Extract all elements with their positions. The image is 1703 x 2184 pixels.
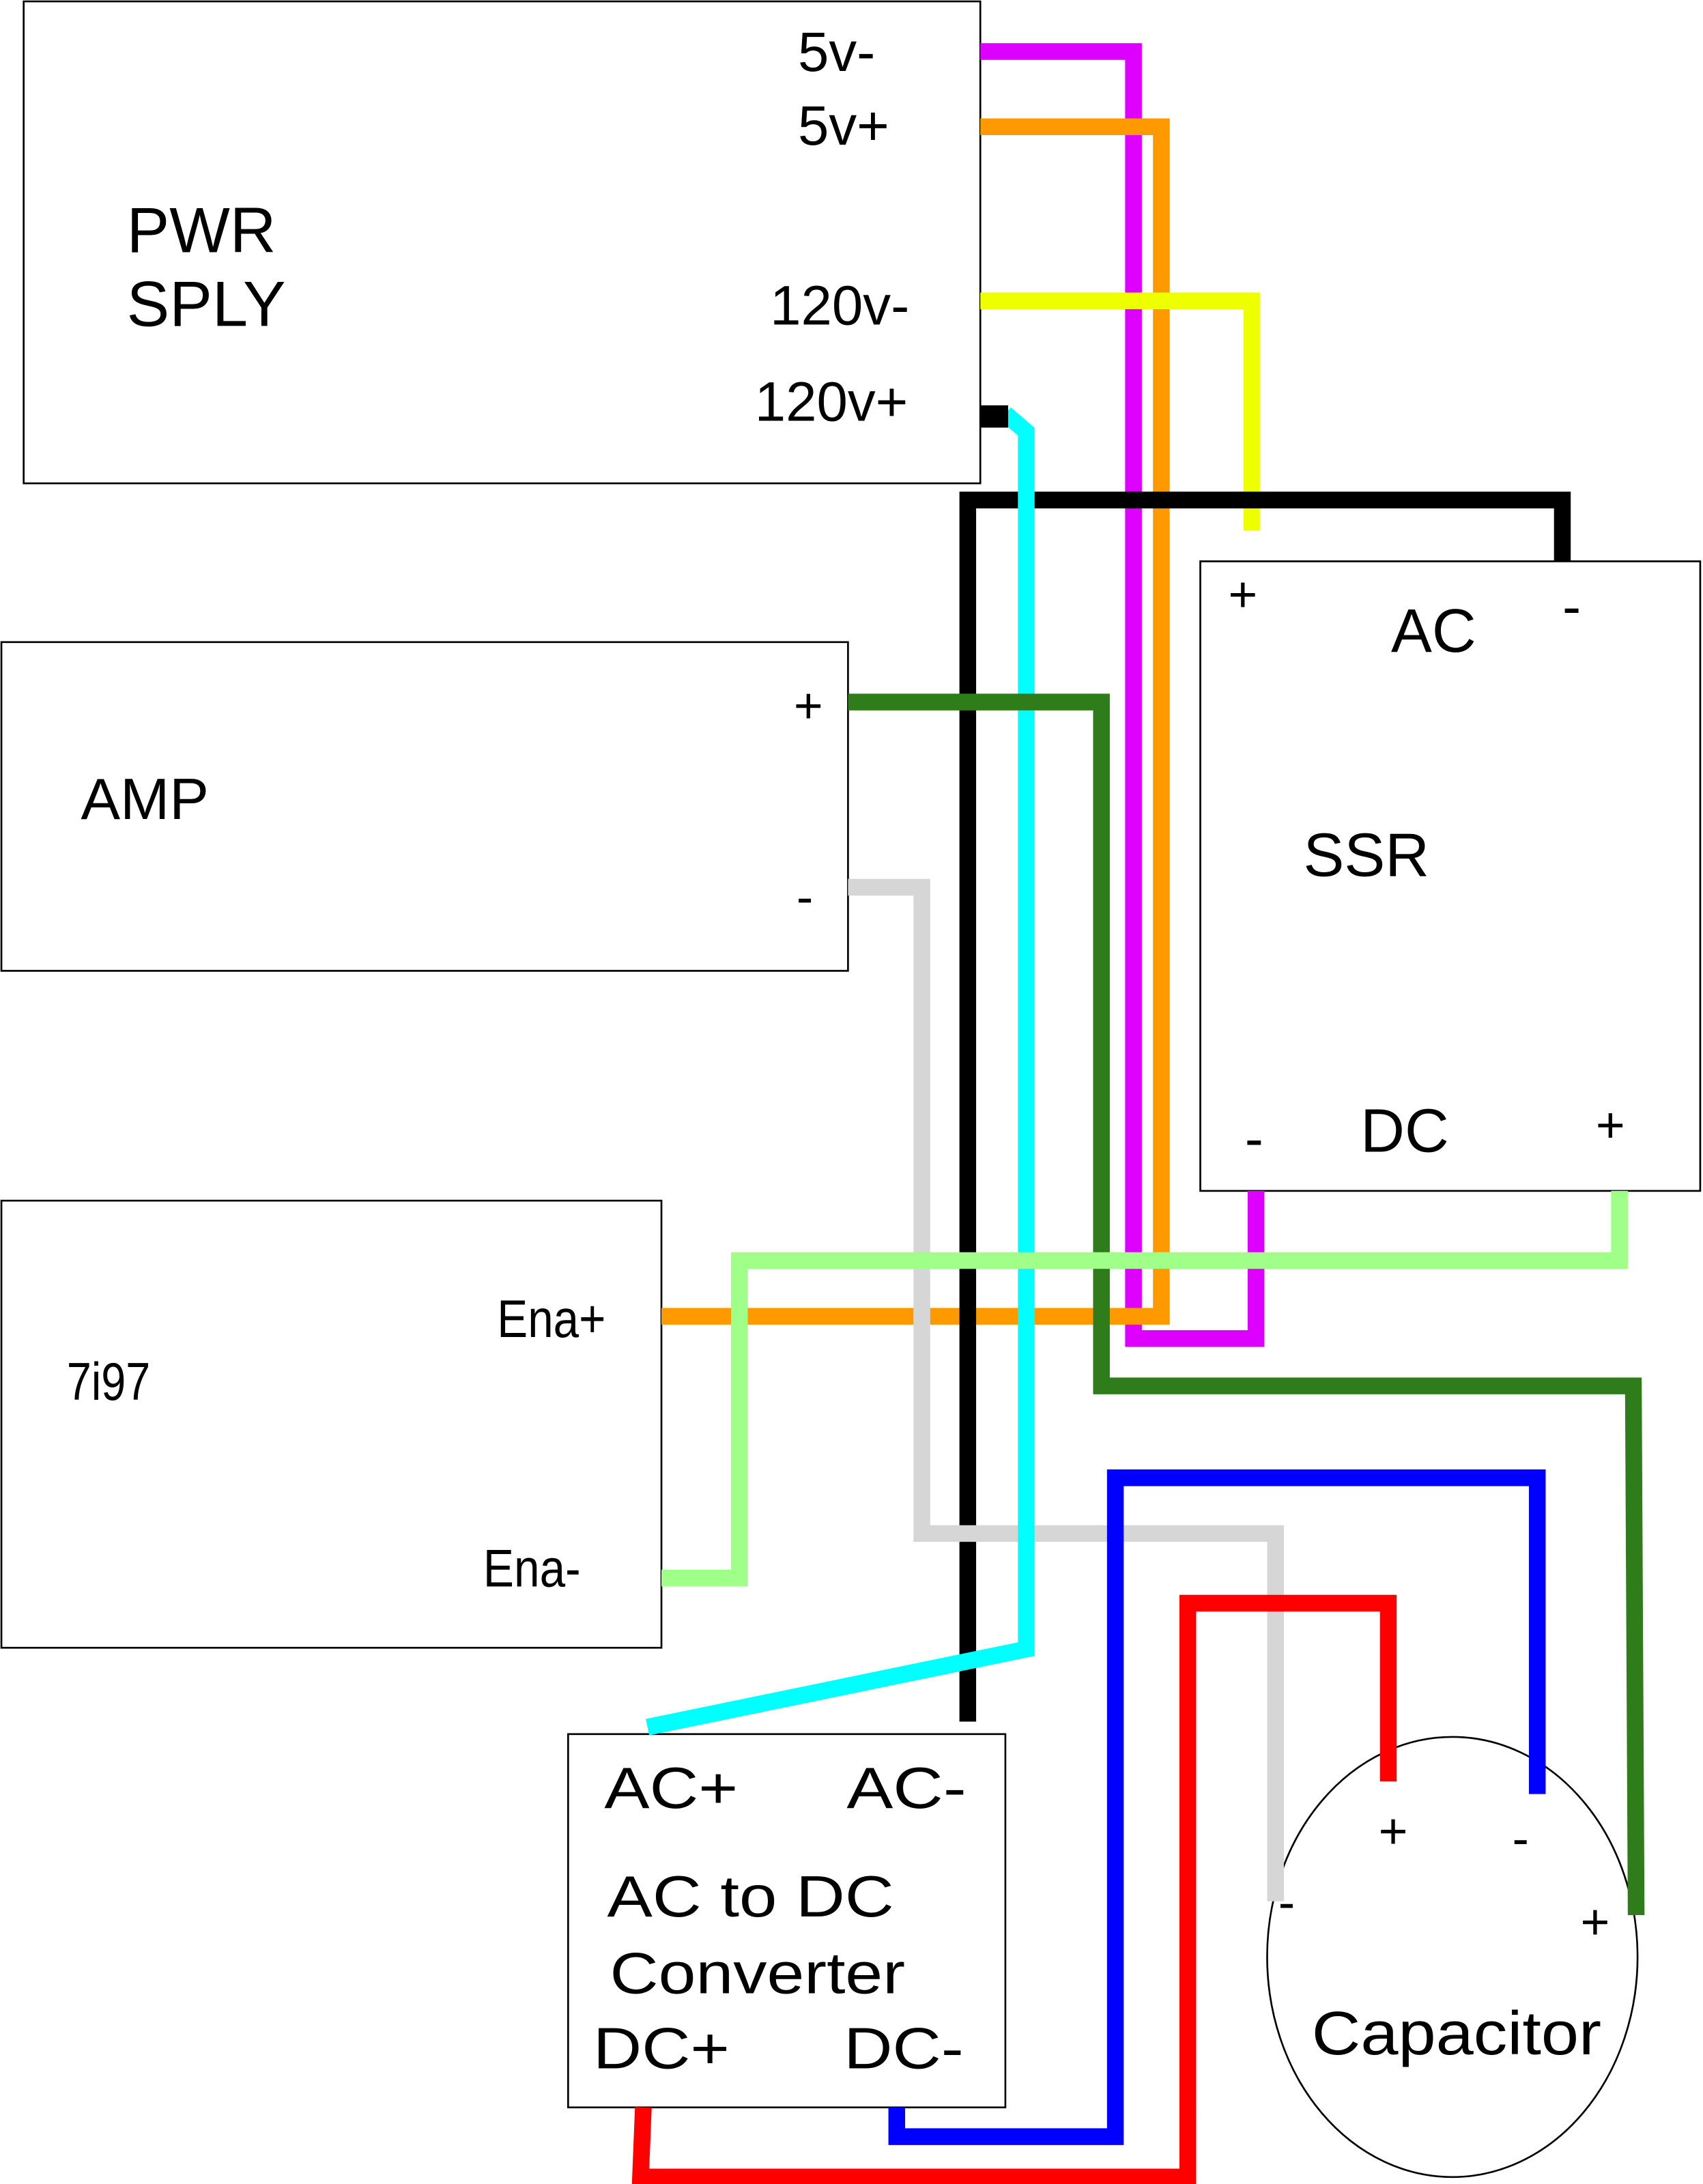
ssr-ac-plus: +	[1228, 566, 1257, 622]
capacitor-terminal-top-neg: -	[1513, 1810, 1529, 1866]
capacitor-terminal-right-pos: +	[1580, 1894, 1609, 1950]
psu-terminal-5v-pos: 5v+	[798, 95, 889, 157]
power-supply-box	[23, 0, 982, 485]
converter-title-line2: Converter	[610, 1940, 905, 2006]
wire-120v-pos-terminal	[980, 405, 1009, 428]
wire-dc-neg	[888, 1469, 1546, 2145]
converter-terminal-ac-neg: AC-	[846, 1755, 966, 1821]
ssr-dc-plus: +	[1596, 1097, 1625, 1153]
wire-amp-pos	[848, 693, 1645, 1916]
wire-dc-pos	[631, 1594, 1397, 2184]
wire-120v-pos	[646, 407, 1035, 1736]
amp-terminal-neg: -	[797, 869, 813, 925]
capacitor-circle	[1266, 1736, 1639, 2179]
controller-terminal-ena-neg: Ena-	[483, 1539, 581, 1598]
amp-title: AMP	[81, 766, 209, 832]
capacitor-terminal-top-pos: +	[1379, 1803, 1408, 1859]
wire-ssr-ac-neg	[959, 491, 1571, 1722]
controller-7i97-box	[0, 1199, 663, 1649]
psu-title-line2: SPLY	[127, 268, 286, 340]
wire-5v-pos	[661, 118, 1170, 1325]
psu-title-line1: PWR	[127, 194, 276, 265]
wire-120v-neg	[980, 292, 1261, 531]
converter-box	[567, 1733, 1007, 2109]
amp-box	[0, 641, 849, 972]
psu-terminal-120v-pos: 120v+	[755, 371, 908, 433]
ssr-box	[1199, 560, 1702, 1192]
ssr-dc-label: DC	[1360, 1097, 1449, 1166]
controller-title: 7i97	[67, 1353, 150, 1411]
converter-terminal-dc-pos: DC+	[593, 2016, 730, 2082]
ssr-title: SSR	[1304, 822, 1430, 890]
amp-terminal-pos: +	[794, 678, 823, 734]
ssr-ac-minus: -	[1562, 575, 1581, 637]
converter-title-line1: AC to DC	[607, 1864, 893, 1929]
converter-terminal-ac-pos: AC+	[604, 1755, 738, 1821]
converter-terminal-dc-neg: DC-	[844, 2016, 963, 2082]
capacitor-terminal-left-neg: -	[1278, 1874, 1295, 1930]
controller-terminal-ena-pos: Ena+	[497, 1290, 605, 1349]
ssr-dc-minus: -	[1245, 1108, 1263, 1170]
psu-terminal-5v-neg: 5v-	[798, 21, 875, 83]
wire-ssr-dc-pos	[661, 1190, 1628, 1587]
psu-terminal-120v-neg: 120v-	[770, 274, 909, 336]
ssr-ac-label: AC	[1391, 597, 1476, 665]
wire-amp-neg	[848, 878, 1284, 1901]
capacitor-title: Capacitor	[1312, 2000, 1601, 2068]
wire-5v-neg	[980, 43, 1265, 1347]
